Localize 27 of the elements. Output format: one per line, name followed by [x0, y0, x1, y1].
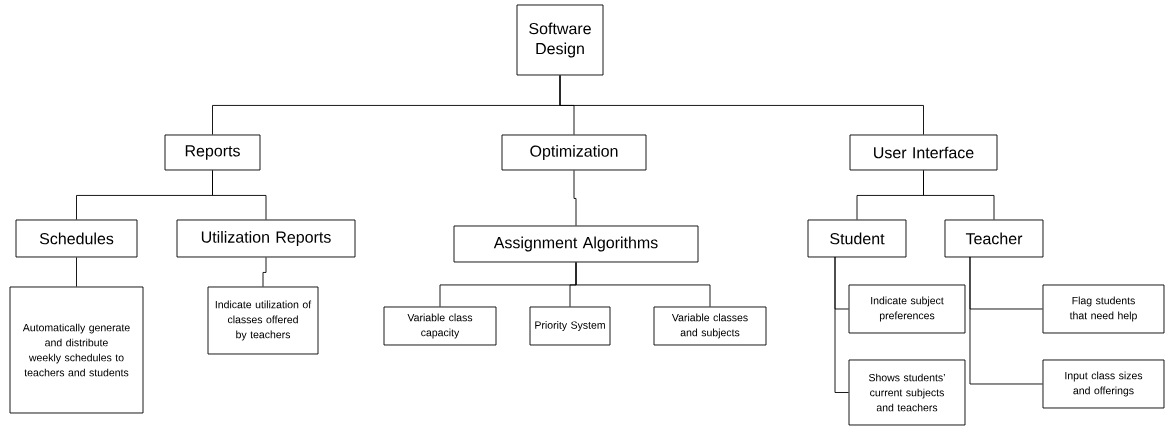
- concept-box: Utilization Reports: [176, 219, 356, 258]
- concept-box: User Interface: [849, 134, 998, 171]
- concept-box: Teacher: [944, 219, 1044, 258]
- concept-box: Software Design: [516, 4, 604, 76]
- description-box: Priority System: [529, 306, 611, 346]
- connector-line: [212, 170, 267, 220]
- concept-box: Schedules: [15, 219, 138, 258]
- description-box: Automatically generate and distribute weekly schedules to teachers and students: [9, 286, 144, 414]
- connector-line: [573, 170, 577, 226]
- connector-line: [559, 75, 924, 135]
- connector-line: [969, 256, 1043, 385]
- concept-box: Student: [807, 219, 907, 258]
- connector-line: [575, 262, 711, 307]
- description-box: Variable class capacity: [383, 306, 497, 346]
- description-box: Variable classes and subjects: [653, 306, 767, 346]
- description-box: Shows students’ current subjects and teachers: [848, 359, 966, 426]
- description-box: Indicate utilization of classes offered by teachers: [207, 286, 319, 355]
- concept-box: Assignment Algorithms: [453, 225, 699, 263]
- concept-box: Optimization: [501, 134, 647, 171]
- description-box: Indicate subject preferences: [848, 284, 966, 334]
- concept-box: Reports: [164, 134, 261, 171]
- connector-line: [834, 256, 849, 393]
- description-box: Input class sizes and offerings: [1042, 359, 1165, 409]
- connector-line: [262, 257, 267, 287]
- description-box: Flag students that need help: [1042, 284, 1165, 334]
- connector-line: [923, 170, 995, 220]
- connector-line: [76, 257, 77, 287]
